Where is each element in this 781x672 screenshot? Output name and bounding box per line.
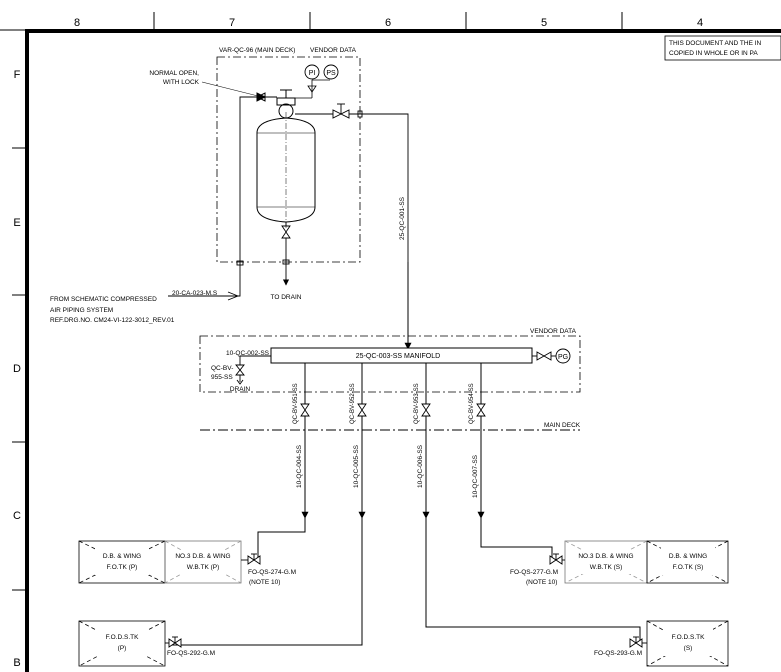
drain-valve-tag2: 955-SS xyxy=(211,374,233,381)
column-label: 8 xyxy=(74,17,80,29)
manifold-drain xyxy=(235,355,271,385)
row-label: B xyxy=(13,657,20,669)
manifold-drain-label: DRAIN xyxy=(230,386,251,393)
supply-line1: FROM SCHEMATIC COMPRESSED xyxy=(50,296,157,303)
tank-valve-icons xyxy=(165,553,647,648)
ps-label: PS xyxy=(326,70,336,77)
pressure-instruments xyxy=(295,79,330,99)
tank-fo-p-line1: D.B. & WING xyxy=(103,553,141,560)
tank-fods-s-line1: F.O.D.S.TK xyxy=(672,634,706,641)
tank-wb-p-line2: W.B.TK (P) xyxy=(187,564,220,571)
note-leader-line xyxy=(201,81,259,97)
air-supply-line xyxy=(168,96,257,301)
tank-fo-s-line1: D.B. & WING xyxy=(669,553,707,560)
air-receiver-vessel xyxy=(256,89,316,230)
tank-fods-s-line2: (S) xyxy=(684,645,693,652)
receiver-tag: VAR-QC-96 (MAIN DECK) xyxy=(219,47,295,54)
row-label: C xyxy=(13,510,21,522)
receiver-vendor-boundary xyxy=(216,56,361,263)
title-note-box xyxy=(664,35,781,61)
branch-valve-tag: QC-BV-954-SS xyxy=(469,383,475,424)
manifold-drain-line: 10-QC-002-SS xyxy=(226,350,270,357)
row-label: D xyxy=(13,363,21,375)
manifold-vendor-label: VENDOR DATA xyxy=(530,328,577,335)
valve-277-note: (NOTE 10) xyxy=(526,579,557,586)
branch-line-tag: 10-QC-006-SS xyxy=(417,444,424,488)
pg-label: PG xyxy=(558,354,568,361)
supply-pipe-tag: 20-CA-023-M.S xyxy=(172,290,218,297)
title-note-line1: THIS DOCUMENT AND THE IN xyxy=(669,40,762,47)
manifold-vendor-boundary xyxy=(199,335,581,393)
valve-277-tag: FO-QS-277-G.M xyxy=(510,569,558,576)
supply-line3: REF.DRG.NO. CM24-VI-122-3012_REV.01 xyxy=(50,317,175,324)
branch-valve-tag: QC-BV-951-SS xyxy=(293,383,299,424)
manifold-label: 25-QC-003-SS MANIFOLD xyxy=(356,353,440,360)
feed-line-tag: 25-QC-001-SS xyxy=(399,196,406,240)
valve-274-note: (NOTE 10) xyxy=(249,579,280,586)
tank-fo-p-line2: F.O.TK (P) xyxy=(107,564,138,571)
vessel-drain-valve-icon xyxy=(281,222,291,286)
tank-wb-p-line1: NO.3 D.B. & WING xyxy=(175,553,230,560)
tank-wb-s-line1: NO.3 D.B. & WING xyxy=(578,553,633,560)
receiver-vendor-label: VENDOR DATA xyxy=(310,47,357,54)
tank-fods-p-line1: F.O.D.S.TK xyxy=(106,634,140,641)
valve-note-line2: WITH LOCK xyxy=(163,79,200,86)
title-note-line2: COPIED IN WHOLE OR IN PA xyxy=(669,50,758,57)
valve-292-tag: FO-QS-292-G.M xyxy=(167,650,215,657)
branch-valve-icons xyxy=(300,403,486,417)
outlet-valve-icon xyxy=(295,103,409,262)
valve-note-line1: NORMAL OPEN, xyxy=(149,70,199,77)
main-deck-label: MAIN DECK xyxy=(544,422,581,429)
drain-valve-tag1: QC-BV- xyxy=(211,365,233,372)
drawing-frame xyxy=(0,12,781,672)
row-label: E xyxy=(13,217,20,229)
branch-lines xyxy=(172,363,641,646)
branch-valve-tag: QC-BV-953-SS xyxy=(414,383,420,424)
tank-fo-s-line2: F.O.TK (S) xyxy=(673,564,704,571)
pressure-gauge xyxy=(555,348,571,364)
pressure-switch xyxy=(323,64,339,80)
supply-line2: AIR PIPING SYSTEM xyxy=(50,307,113,314)
branch-line-tag: 10-QC-007-SS xyxy=(472,454,479,498)
inlet-lock-valve-icon xyxy=(255,92,277,102)
manifold-header xyxy=(270,347,533,364)
tank-fods-p-line2: (P) xyxy=(118,645,127,652)
valve-274-tag: FO-QS-274-G.M xyxy=(248,569,296,576)
tank-wb-s-line2: W.B.TK (S) xyxy=(590,564,623,571)
valve-293-tag: FO-QS-293-G.M xyxy=(594,650,642,657)
column-label: 7 xyxy=(229,17,235,29)
branch-valve-tag: QC-BV-952-SS xyxy=(350,383,356,424)
column-label: 4 xyxy=(697,17,703,29)
manifold-gauge-valve-icon xyxy=(532,351,556,361)
row-label: F xyxy=(14,69,21,81)
branch-line-tag: 10-QC-005-SS xyxy=(353,444,360,488)
tank-boxes xyxy=(78,540,729,667)
branch-line-tag: 10-QC-004-SS xyxy=(296,444,303,488)
drain-label: TO DRAIN xyxy=(271,294,302,301)
pressure-indicator xyxy=(304,64,320,80)
pi-label: PI xyxy=(309,70,316,77)
column-label: 6 xyxy=(385,17,391,29)
column-label: 5 xyxy=(541,17,547,29)
